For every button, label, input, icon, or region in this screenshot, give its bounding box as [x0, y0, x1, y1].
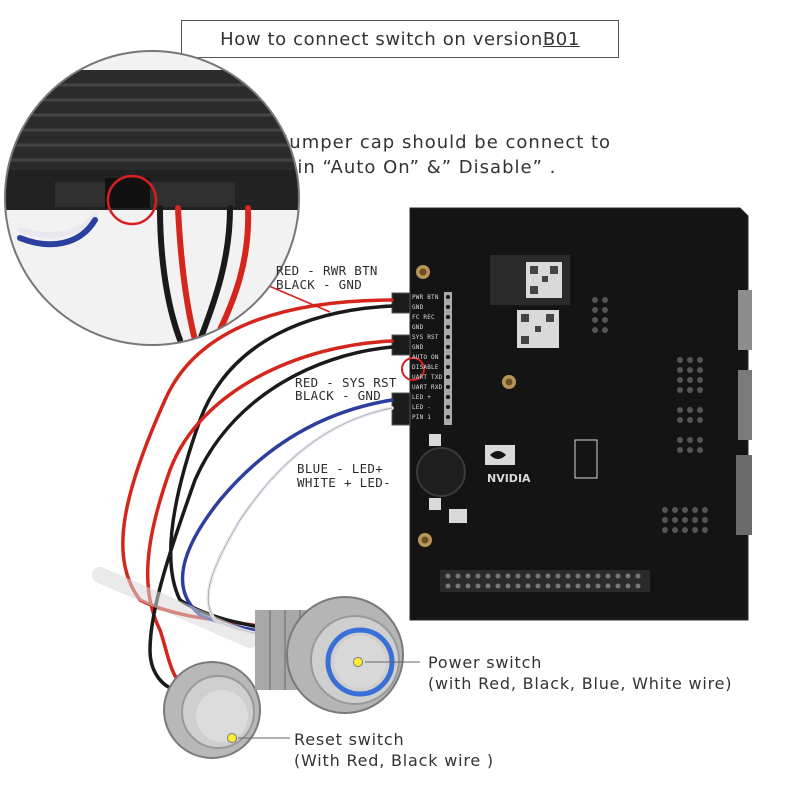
pin-label: SYS RST	[412, 334, 439, 341]
title-text: How to connect switch on version	[220, 28, 543, 50]
pin-label: UART TXD	[412, 374, 443, 381]
power-switch-graphic	[255, 596, 404, 714]
pin-label: GND	[412, 344, 424, 351]
pin-label: UART RXD	[412, 384, 443, 391]
label-reset-black: BLACK - GND	[295, 388, 382, 403]
reset-switch-name: Reset switch	[294, 730, 405, 749]
jumper-note-line1: Jumper cap should be connect to	[283, 132, 612, 153]
pin-label: FC REC	[412, 314, 435, 321]
carrier-board: NVIDIA	[391, 207, 752, 621]
pin-label: DISABLE	[412, 364, 439, 371]
reset-switch-graphic	[163, 661, 261, 759]
power-switch-detail: (with Red, Black, Blue, White wire)	[428, 674, 733, 693]
power-switch-name: Power switch	[428, 653, 543, 672]
jumper-note-line2: pin “Auto On” &” Disable” .	[285, 157, 557, 178]
pin-label: LED +	[412, 394, 432, 401]
pin-label: PIN 1	[412, 414, 432, 421]
label-led-white: WHITE + LED-	[297, 475, 391, 490]
title-box: How to connect switch on version B01	[181, 20, 619, 58]
label-led-blue: BLUE - LED+	[297, 461, 384, 476]
reset-switch-detail: (With Red, Black wire )	[294, 751, 494, 770]
jumper-note: Jumper cap should be connect to pin “Aut…	[283, 130, 611, 180]
power-switch-caption: Power switch (with Red, Black, Blue, Whi…	[428, 652, 732, 694]
svg-text:NVIDIA: NVIDIA	[487, 472, 531, 485]
label-power-black: BLACK - GND	[276, 277, 363, 292]
pin-label: AUTO ON	[412, 354, 439, 361]
pin-label: PWR BTN	[412, 294, 439, 301]
label-reset-red: RED - SYS RST	[295, 375, 397, 390]
pin-label: LED -	[412, 404, 432, 411]
wires	[92, 298, 394, 692]
version-text: B01	[542, 28, 580, 50]
pin-label: GND	[412, 304, 424, 311]
reset-switch-caption: Reset switch (With Red, Black wire )	[294, 729, 494, 771]
pin-label: GND	[412, 324, 424, 331]
inset-magnifier	[4, 50, 300, 346]
label-power-red: RED - RWR BTN	[276, 263, 378, 278]
pointer-arrow	[261, 282, 331, 313]
